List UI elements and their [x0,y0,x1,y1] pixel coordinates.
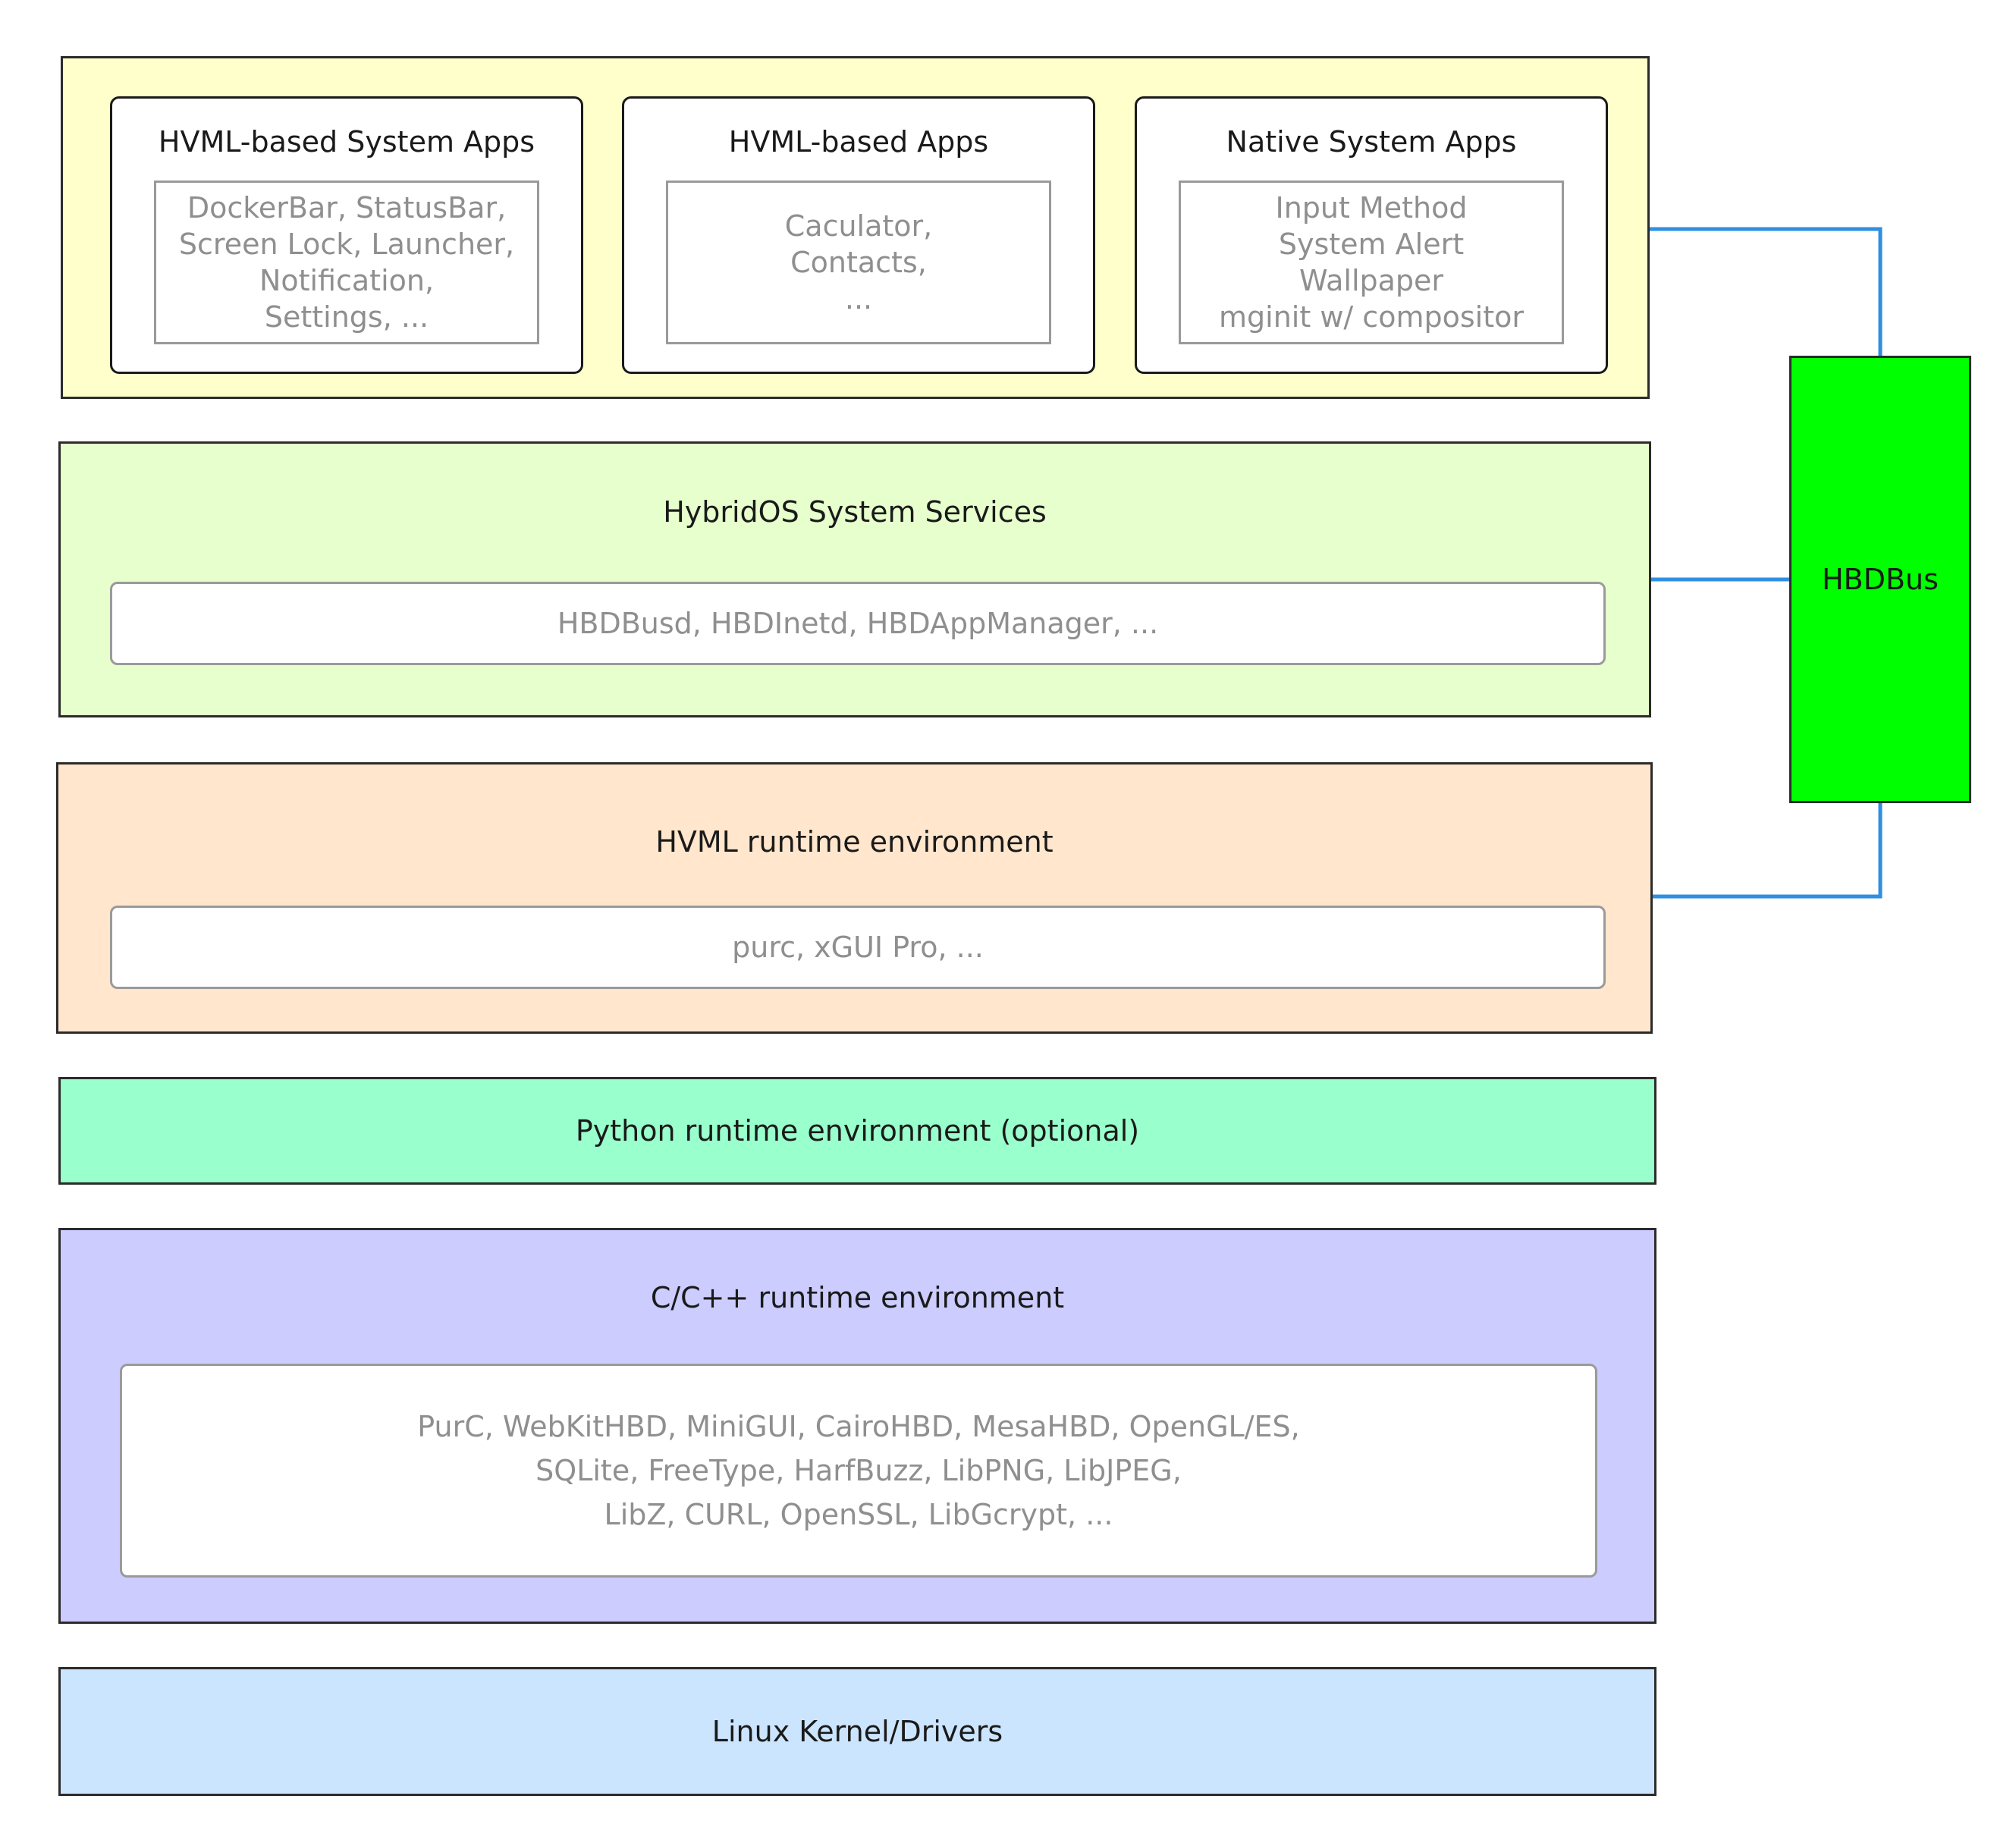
app-list-line: System Alert [1278,228,1465,261]
app-list-line: Caculator, [784,209,933,243]
app-list-line: Notification, [259,264,435,297]
system-services-layer: HybridOS System Services HBDBusd, HBDIne… [58,441,1651,717]
python-runtime-layer: Python runtime environment (optional) [58,1077,1656,1185]
bus-connector-hvml [1653,802,1883,899]
layer-title: Python runtime environment (optional) [575,1114,1140,1148]
apps-layer: HVML-based System Apps DockerBar, Status… [61,56,1650,399]
layer-title: C/C++ runtime environment [650,1281,1065,1314]
cpp-runtime-layer: C/C++ runtime environment PurC, WebKitHB… [58,1228,1656,1624]
card-app-list: Caculator, Contacts, ... [666,181,1051,344]
services-list: HBDBusd, HBDInetd, HBDAppManager, ... [110,582,1606,665]
app-list-line: mginit w/ compositor [1219,300,1524,334]
hbdbus-box: HBDBus [1789,356,1971,803]
cpp-runtime-list-line: SQLite, FreeType, HarfBuzz, LibPNG, LibJ… [535,1454,1182,1487]
app-list-line: Contacts, [790,246,927,279]
bus-connector-apps [1650,227,1883,356]
card-app-list: DockerBar, StatusBar, Screen Lock, Launc… [154,181,539,344]
app-list-line: Input Method [1275,191,1468,224]
app-list-line: DockerBar, StatusBar, [187,191,507,224]
app-list-line: Wallpaper [1298,264,1444,297]
card-app-list: Input Method System Alert Wallpaper mgin… [1179,181,1564,344]
app-list-line: Settings, ... [264,300,429,334]
hvml-runtime-layer: HVML runtime environment purc, xGUI Pro,… [56,762,1653,1034]
cpp-runtime-list-line: PurC, WebKitHBD, MiniGUI, CairoHBD, Mesa… [417,1410,1300,1443]
card-title: Native System Apps [1226,125,1517,159]
app-card-native-system-apps: Native System Apps Input Method System A… [1135,96,1608,374]
layer-title: HybridOS System Services [663,495,1047,529]
app-list-line: ... [844,282,873,316]
card-title: HVML-based System Apps [158,125,535,159]
card-title: HVML-based Apps [728,125,989,159]
layer-title: HVML runtime environment [655,825,1054,859]
hbdbus-label: HBDBus [1822,563,1939,596]
hvml-runtime-list: purc, xGUI Pro, ... [110,906,1606,989]
linux-kernel-layer: Linux Kernel/Drivers [58,1667,1656,1796]
app-card-hvml-system-apps: HVML-based System Apps DockerBar, Status… [110,96,583,374]
hvml-runtime-list-text: purc, xGUI Pro, ... [732,931,984,964]
services-list-text: HBDBusd, HBDInetd, HBDAppManager, ... [557,607,1159,640]
cpp-runtime-list: PurC, WebKitHBD, MiniGUI, CairoHBD, Mesa… [120,1364,1597,1578]
app-card-hvml-apps: HVML-based Apps Caculator, Contacts, ... [622,96,1095,374]
layer-title: Linux Kernel/Drivers [711,1715,1003,1748]
app-list-line: Screen Lock, Launcher, [178,228,515,261]
cpp-runtime-list-line: LibZ, CURL, OpenSSL, LibGcrypt, ... [604,1498,1113,1531]
